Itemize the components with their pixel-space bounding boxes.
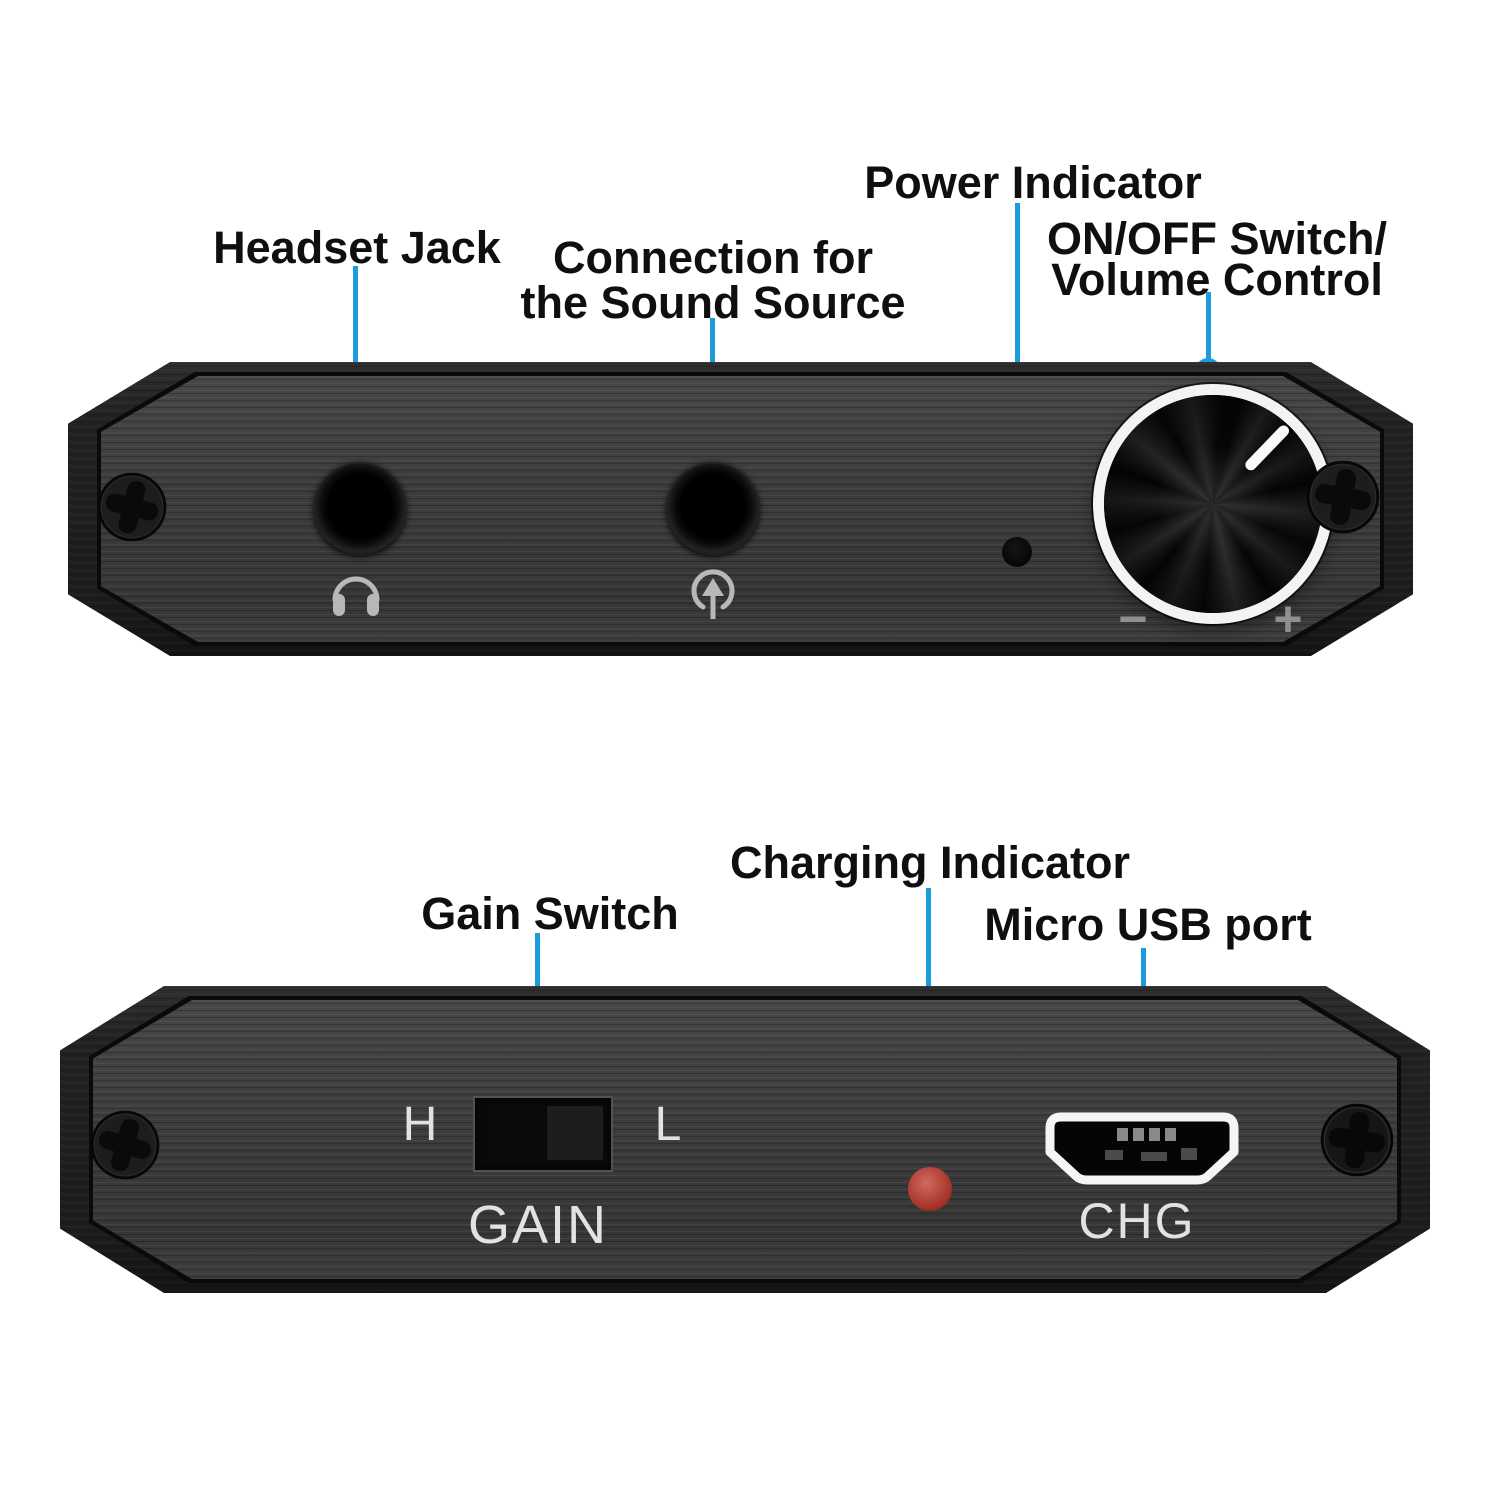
power-indicator-led	[1002, 537, 1032, 567]
volume-knob	[1093, 384, 1333, 624]
volume-max-mark: +	[1273, 591, 1303, 647]
label-power-indicator-text: Power Indicator	[864, 157, 1202, 208]
label-sound-source: Connection for the Sound Source	[520, 235, 905, 325]
label-headset-jack: Headset Jack	[213, 225, 501, 270]
label-micro-usb: Micro USB port	[984, 902, 1312, 947]
label-charging-indicator: Charging Indicator	[730, 840, 1130, 885]
arrow-up-circle-icon	[691, 569, 735, 619]
micro-usb-port	[1045, 1112, 1239, 1185]
volume-knob-face	[1104, 395, 1322, 613]
sound-source-port	[666, 463, 760, 557]
screw-icon	[90, 1110, 160, 1180]
leader-line-onoff-volume	[1206, 292, 1211, 360]
label-gain-switch: Gain Switch	[421, 891, 679, 936]
gain-switch	[473, 1096, 613, 1172]
amp-front-panel: − +	[68, 362, 1413, 656]
volume-min-mark: −	[1118, 591, 1148, 647]
screw-icon	[1306, 460, 1380, 534]
label-onoff-line2: Volume Control	[1051, 254, 1383, 306]
label-micro-usb-text: Micro USB port	[984, 899, 1312, 950]
label-headset-jack-text: Headset Jack	[213, 222, 501, 273]
gain-text: GAIN	[467, 1195, 609, 1255]
label-sound-source-line1: Connection for	[553, 232, 873, 283]
label-power-indicator: Power Indicator	[864, 160, 1202, 205]
gain-low-mark: L	[654, 1098, 682, 1151]
headphones-icon	[332, 576, 380, 616]
screw-icon	[97, 472, 167, 542]
label-charging-indicator-text: Charging Indicator	[729, 837, 1131, 888]
charging-indicator-led	[908, 1167, 952, 1211]
leader-line-headset-jack	[353, 266, 358, 430]
gain-switch-slider	[547, 1106, 603, 1160]
back-panel-faceplate	[93, 1000, 1397, 1279]
label-onoff-volume: ON/OFF Switch/ Volume Control	[1046, 213, 1388, 306]
label-onoff-line1: ON/OFF Switch/	[1046, 213, 1388, 264]
label-gain-switch-text: Gain Switch	[421, 888, 679, 939]
leader-line-power-indicator	[1015, 203, 1020, 512]
gain-high-mark: H	[402, 1098, 438, 1151]
chg-text: CHG	[1078, 1193, 1196, 1249]
screw-icon	[1320, 1103, 1394, 1177]
amp-back-panel: H L GAIN CHG	[60, 986, 1430, 1293]
label-sound-source-line2: the Sound Source	[520, 277, 906, 328]
headset-jack-port	[313, 463, 407, 557]
